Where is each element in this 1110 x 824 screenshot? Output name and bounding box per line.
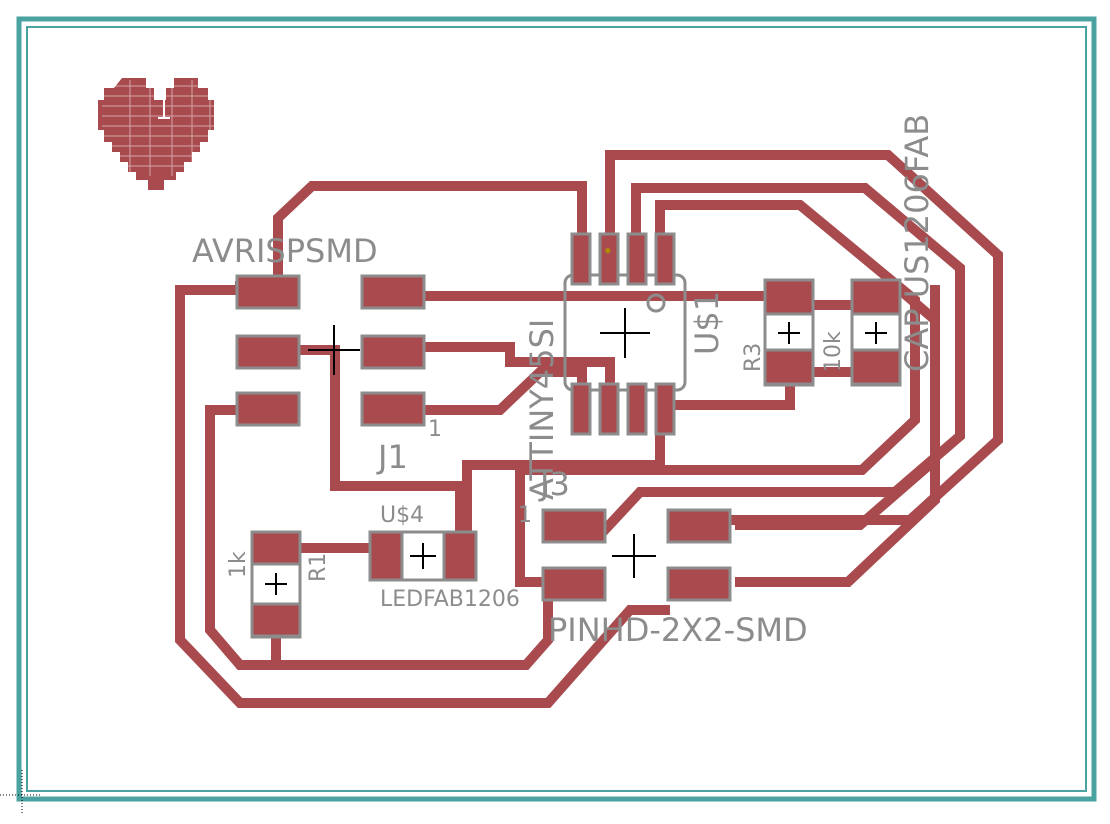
trace-5: [423, 291, 795, 310]
j1-pad: [360, 334, 426, 370]
cap-label: CAP US1206FAB: [898, 114, 936, 372]
trace-11: [175, 285, 670, 708]
r3-pad: [763, 278, 815, 316]
led-package-label: LEDFAB1206: [380, 587, 520, 612]
attiny-pad: [570, 232, 592, 286]
attiny-pin1-marker: [646, 293, 666, 313]
attiny-body: [563, 273, 687, 392]
j3-pad: [541, 508, 607, 544]
j3-package-label: PINHD-2X2-SMD: [548, 611, 808, 649]
trace-4: [515, 200, 920, 587]
led-pad: [442, 530, 478, 582]
r1-pad: [250, 530, 302, 566]
cap-pad: [850, 348, 902, 386]
cap-pad: [850, 278, 902, 316]
attiny-pad: [598, 232, 620, 286]
led-name-label: U$4: [380, 503, 424, 528]
trace-8: [660, 367, 873, 410]
attiny-pad: [570, 382, 592, 436]
r1-value-label: 1k: [226, 551, 251, 578]
board-outline-inner: [26, 26, 1087, 792]
j1-name-label: J1: [376, 438, 408, 476]
attiny-pad: [626, 382, 648, 436]
attiny-pad: [626, 232, 648, 286]
board-outline-outer: [16, 16, 1097, 802]
r3-resistor: R3 10k: [741, 278, 846, 387]
attiny-pad: [654, 232, 676, 286]
j1-pin1-label: 1: [428, 417, 442, 442]
trace-3: [592, 183, 965, 543]
j1-package-label: AVRISPSMD: [192, 232, 378, 270]
trace-12: [205, 405, 553, 670]
r1-pad: [250, 602, 302, 638]
heart-icon: [98, 78, 220, 190]
r1-name-label: R1: [306, 553, 331, 582]
trace-16: [735, 285, 940, 587]
j3-pad: [666, 566, 732, 602]
led-component: U$4 LEDFAB1206: [368, 503, 520, 612]
r3-value-label: 10k: [821, 331, 846, 372]
attiny-name-label: U$1: [688, 291, 726, 355]
attiny-chip: • ATTINY45SI 1 U$1: [518, 232, 726, 528]
j3-pad: [541, 566, 607, 602]
trace-9: [285, 345, 465, 553]
cap-component: CAP US1206FAB: [850, 114, 936, 387]
trace-10: [462, 405, 665, 555]
j1-pad: [360, 274, 426, 310]
trace-6: [423, 342, 615, 425]
led-pad: [368, 530, 404, 582]
j3-pad: [666, 508, 732, 544]
j1-header: AVRISPSMD J1 1: [192, 232, 442, 476]
attiny-dot-label: •: [604, 238, 612, 263]
j1-pad: [235, 391, 301, 427]
attiny-pad: [654, 382, 676, 436]
attiny-pin1-label: 1: [518, 503, 532, 528]
j3-name-label: J3: [538, 465, 570, 503]
attiny-pad: [598, 382, 620, 436]
j1-pad: [235, 334, 301, 370]
j3-header: J3 PINHD-2X2-SMD: [538, 465, 808, 649]
r1-resistor: 1k R1: [226, 530, 331, 639]
attiny-package-label: ATTINY45SI: [523, 319, 561, 500]
r3-name-label: R3: [741, 343, 766, 372]
j1-pad: [360, 391, 426, 427]
r3-pad: [763, 348, 815, 386]
j1-pad: [235, 274, 301, 310]
